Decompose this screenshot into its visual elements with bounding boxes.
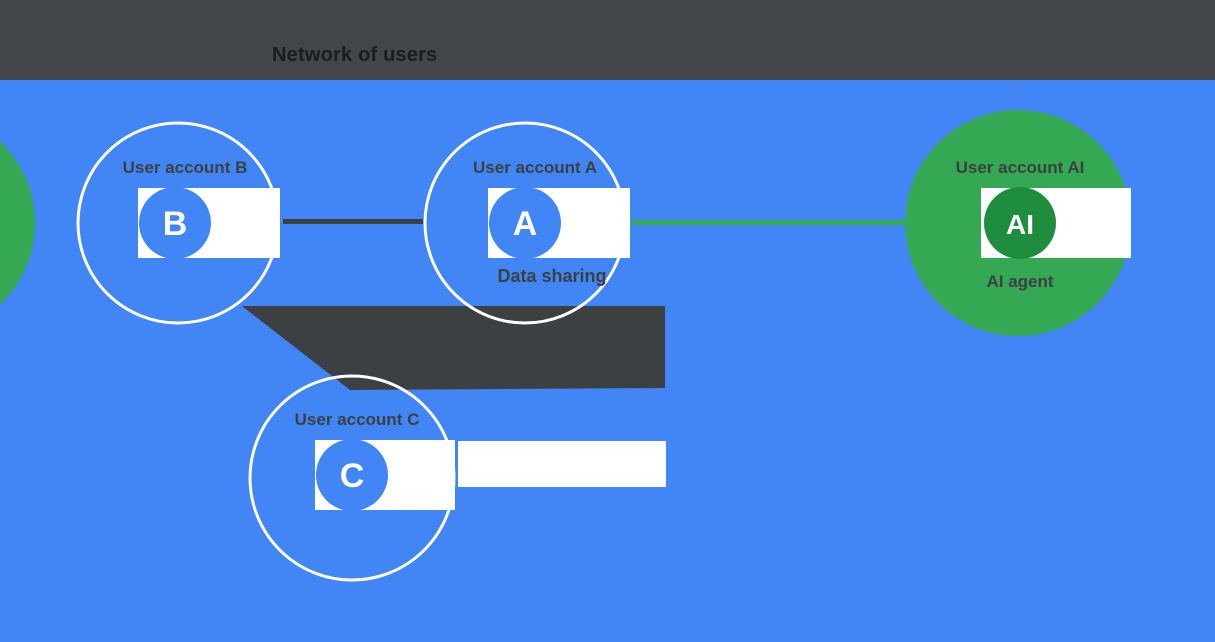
node-b: B (76, 121, 280, 325)
annotation-below-a: Data sharing (497, 266, 607, 286)
node-a-disc (489, 187, 561, 259)
node-ai-label: User account AI (955, 158, 1085, 177)
left-edge-green-node (0, 141, 35, 305)
node-a-label: User account A (472, 158, 598, 177)
node-c: C (248, 374, 456, 582)
band-right-of-c (458, 441, 666, 487)
node-c-disc (316, 439, 388, 511)
node-c-letter: C (340, 457, 365, 495)
title-bar: Network of users (0, 0, 1215, 80)
figure-title: Network of users (272, 44, 438, 66)
node-a-letter: A (513, 205, 538, 243)
node-ai-sublabel: AI agent (986, 272, 1054, 291)
node-b-disc (139, 187, 211, 259)
link-a-ai (632, 220, 906, 225)
diagram-canvas: B A C AI (0, 80, 1215, 642)
node-b-letter: B (163, 205, 188, 243)
node-a: A (423, 121, 630, 325)
node-ai-disc (984, 187, 1056, 259)
node-ai: AI (905, 110, 1131, 336)
node-c-label: User account C (294, 410, 420, 429)
link-b-a (283, 219, 423, 224)
node-ai-letter: AI (1006, 209, 1034, 240)
funnel-into-c (242, 306, 665, 390)
node-b-label: User account B (122, 158, 248, 177)
diagram-graphics: B A C AI (0, 110, 1131, 582)
